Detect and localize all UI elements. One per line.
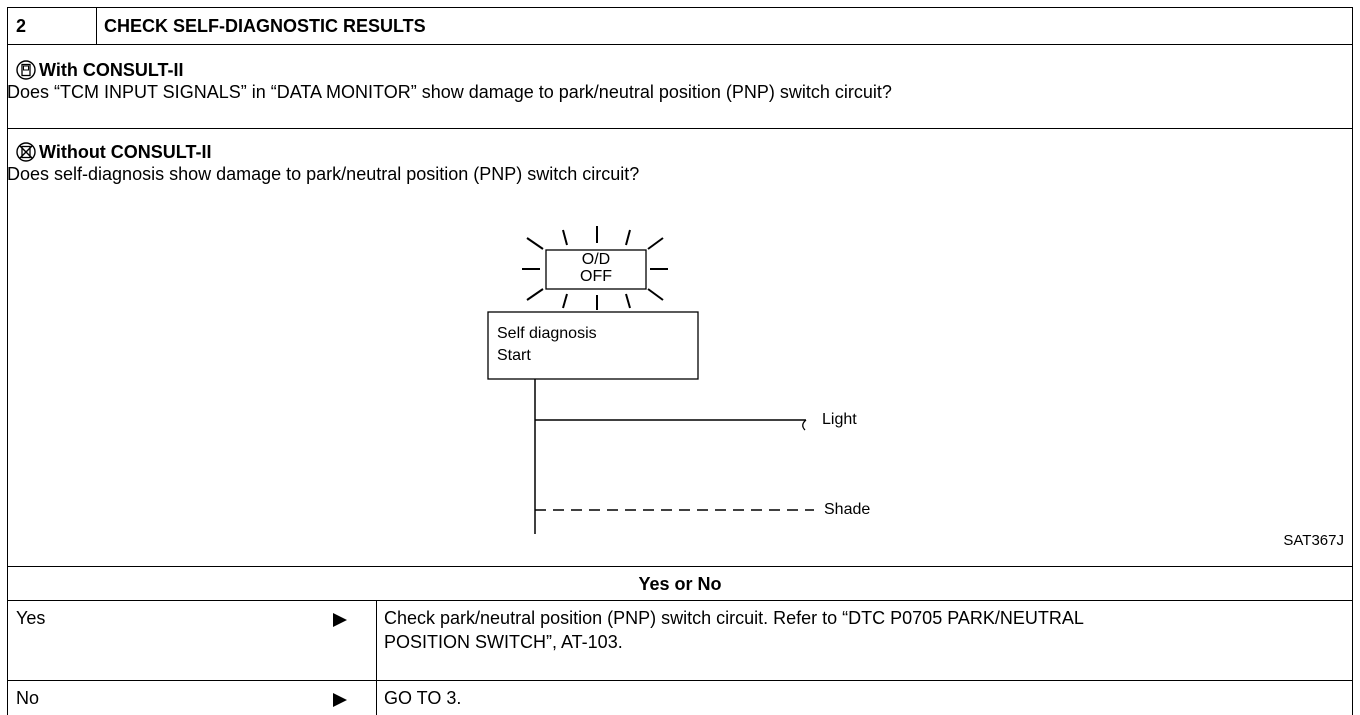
- no-consult-icon: [16, 142, 36, 167]
- step-number: 2: [16, 16, 27, 36]
- box-line-start: Start: [497, 347, 531, 364]
- yes-row-bottom-border: [7, 680, 1353, 681]
- step-number-divider: [96, 7, 97, 45]
- with-consult-question: Does “TCM INPUT SIGNALS” in “DATA MONITO…: [7, 82, 892, 102]
- answer-no-action: GO TO 3.: [384, 688, 462, 708]
- yes-or-no-prompt: Yes or No: [638, 574, 722, 594]
- without-consult-heading-row: Without CONSULT-II: [16, 141, 211, 167]
- answer-yes-action-line1: Check park/neutral position (PNP) switch…: [384, 608, 1084, 628]
- with-consult-heading-row: With CONSULT-II: [16, 59, 183, 85]
- od-off-lamp: [545, 249, 647, 290]
- table-left-border: [7, 7, 8, 715]
- step-title: CHECK SELF-DIAGNOSTIC RESULTS: [104, 16, 426, 36]
- without-consult-question: Does self-diagnosis show damage to park/…: [7, 164, 640, 184]
- answer-yes-action-line2: POSITION SWITCH”, AT-103.: [384, 632, 623, 652]
- lamp-rays: [522, 226, 668, 310]
- with-consult-heading: With CONSULT-II: [39, 60, 184, 80]
- shade-label: Shade: [824, 501, 871, 518]
- answer-yes-label: Yes: [16, 608, 46, 628]
- lamp-line-off: OFF: [580, 268, 612, 285]
- light-label: Light: [822, 411, 857, 428]
- light-squiggle: [802, 419, 807, 431]
- answer-yes-arrow-icon: [332, 612, 348, 633]
- lamp-line-od: O/D: [581, 251, 611, 268]
- with-consult-bottom-border: [7, 128, 1353, 129]
- answer-no-arrow-icon: [332, 692, 348, 713]
- without-consult-heading: Without CONSULT-II: [39, 142, 212, 162]
- self-diagnosis-figure: [487, 226, 814, 534]
- consult-tester-icon: [16, 60, 36, 85]
- self-diagnosis-box: [487, 311, 699, 380]
- figure-bottom-border: [7, 566, 1353, 567]
- header-bottom-border: [7, 44, 1353, 45]
- answer-column-divider: [376, 600, 377, 715]
- prompt-bottom-border: [7, 600, 1353, 601]
- table-right-border: [1352, 7, 1353, 715]
- box-line-self-diagnosis: Self diagnosis: [497, 325, 597, 342]
- figure-id: SAT367J: [1283, 532, 1344, 549]
- answer-no-label: No: [16, 688, 40, 708]
- table-top-border: [7, 7, 1353, 8]
